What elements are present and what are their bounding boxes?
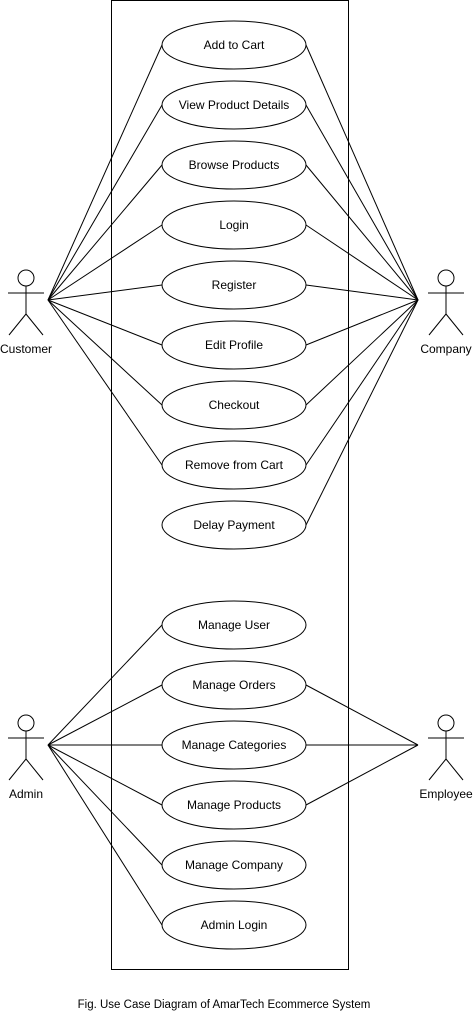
association-company-login [305,224,419,301]
use-case-ellipse [161,80,307,130]
use-case-label: Login [219,218,248,232]
use-case-ellipse [161,200,307,250]
use-case-label: Manage User [198,618,270,632]
system-boundary [111,0,349,970]
association-customer-edit-profile [47,299,163,346]
association-admin-manage-products [47,744,163,806]
association-customer-view-product-details [47,104,163,301]
use-case-label: Manage Company [185,858,283,872]
use-case-checkout: Checkout [161,380,307,430]
use-case-remove-from-cart: Remove from Cart [161,440,307,490]
use-case-label: Remove from Cart [185,458,284,472]
use-case-label: Browse Products [189,158,280,172]
association-company-delay-payment [305,299,419,526]
association-admin-admin-login [47,744,163,926]
association-customer-remove-from-cart [47,299,163,466]
actor-leg [445,313,464,336]
use-case-label: Register [212,278,257,292]
use-case-view-product-details: View Product Details [161,80,307,130]
actor-head [437,714,455,732]
use-case-manage-user: Manage User [161,600,307,650]
actor-leg [8,758,27,781]
association-admin-manage-orders [47,684,163,746]
use-case-label: Delay Payment [193,518,275,532]
association-lines [47,44,419,926]
association-company-add-to-cart [305,44,419,301]
use-case-ellipse [161,380,307,430]
association-company-view-product-details [305,104,419,301]
actor-label-customer: Customer [0,342,52,356]
use-case-ellipse [161,320,307,370]
use-case-label: Manage Orders [192,678,275,692]
actor-leg [445,758,464,781]
association-employee-manage-orders [305,684,419,746]
use-case-ellipse [161,840,307,890]
use-case-label: Add to Cart [204,38,265,52]
use-case-add-to-cart: Add to Cart [161,20,307,70]
association-employee-manage-products [305,744,419,806]
actor-employee [428,714,464,781]
use-case-ellipse [161,720,307,770]
use-case-ellipse [161,500,307,550]
association-company-register [305,284,419,301]
use-case-admin-login: Admin Login [161,900,307,950]
association-company-checkout [305,299,419,406]
use-case-ellipse [161,260,307,310]
diagram-caption: Fig. Use Case Diagram of AmarTech Ecomme… [78,999,371,1011]
actor-leg [428,313,447,336]
use-case-ellipse [161,780,307,830]
association-customer-register [47,284,163,301]
use-case-manage-orders: Manage Orders [161,660,307,710]
use-case-browse-products: Browse Products [161,140,307,190]
actor-leg [428,758,447,781]
actor-leg [8,313,27,336]
use-case-label: View Product Details [179,98,290,112]
actor-head [17,714,35,732]
association-company-remove-from-cart [305,299,419,466]
use-case-ellipse [161,20,307,70]
use-case-ellipse [161,140,307,190]
use-case-register: Register [161,260,307,310]
use-case-label: Manage Products [187,798,281,812]
actor-head [437,269,455,287]
actor-label-admin: Admin [9,787,43,801]
actor-head [17,269,35,287]
actor-customer [8,269,44,336]
use-case-label: Manage Categories [182,738,287,752]
use-case-ellipse [161,900,307,950]
actor-leg [25,758,44,781]
association-company-edit-profile [305,299,419,346]
actor-company [428,269,464,336]
association-admin-manage-company [47,744,163,866]
association-customer-browse-products [47,164,163,301]
use-case-manage-company: Manage Company [161,840,307,890]
use-case-ellipse [161,600,307,650]
use-case-manage-categories: Manage Categories [161,720,307,770]
use-case-edit-profile: Edit Profile [161,320,307,370]
use-case-ellipse [161,660,307,710]
actor-label-company: Company [420,342,471,356]
association-customer-login [47,224,163,301]
use-case-login: Login [161,200,307,250]
association-customer-checkout [47,299,163,406]
use-case-label: Admin Login [201,918,268,932]
actor-leg [25,313,44,336]
use-case-delay-payment: Delay Payment [161,500,307,550]
actor-label-employee: Employee [419,787,473,801]
association-company-browse-products [305,164,419,301]
use-case-label: Edit Profile [205,338,263,352]
use-case-label: Checkout [209,398,260,412]
association-admin-manage-user [47,624,163,746]
association-customer-add-to-cart [47,44,163,301]
use-case-ellipse [161,440,307,490]
actor-admin [8,714,44,781]
use-case-manage-products: Manage Products [161,780,307,830]
